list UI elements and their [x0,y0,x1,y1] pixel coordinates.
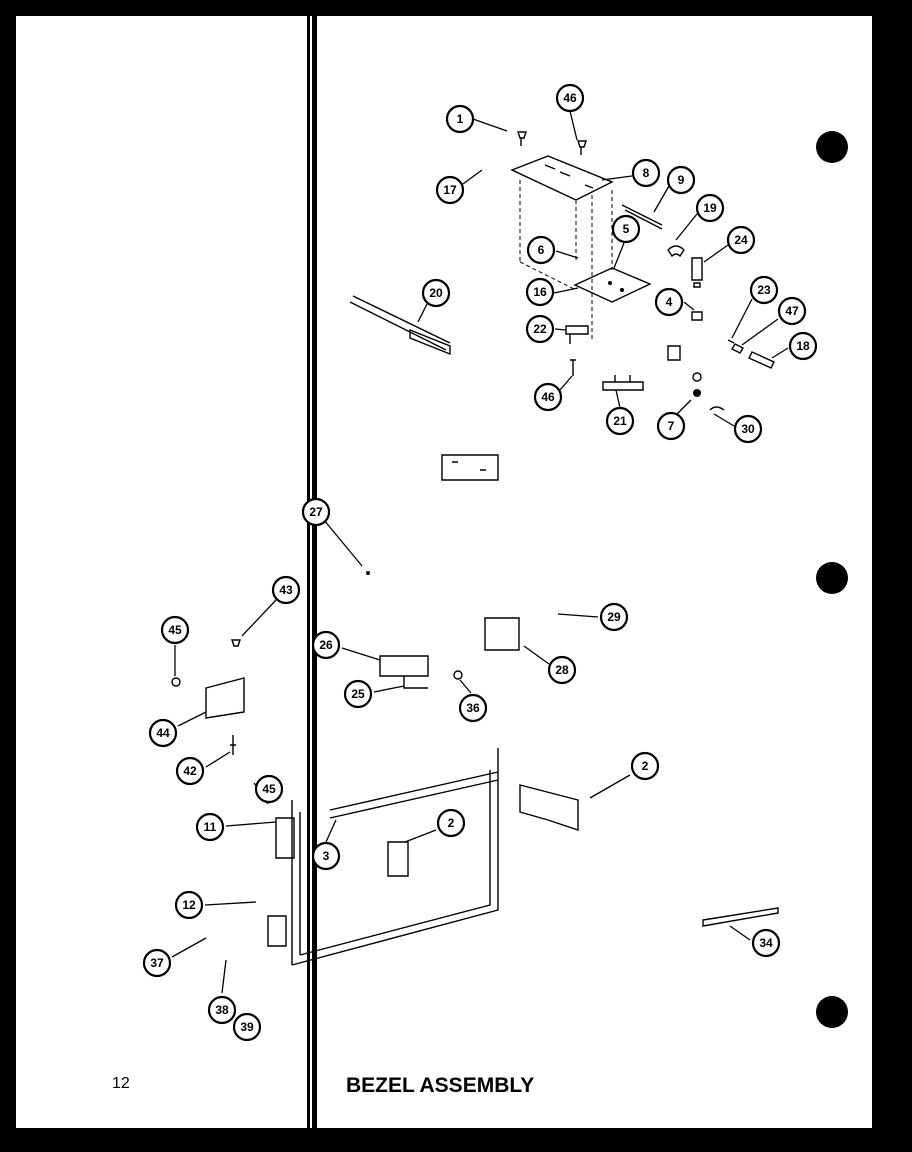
svg-text:9: 9 [678,173,685,187]
svg-text:18: 18 [796,339,810,353]
svg-text:36: 36 [466,701,480,715]
svg-text:4: 4 [666,295,673,309]
callout-21: 21 [605,406,635,436]
callout-20: 20 [421,278,451,308]
svg-text:2: 2 [642,759,649,773]
callout-16: 16 [525,277,555,307]
svg-text:5: 5 [623,222,630,236]
callout-1: 1 [445,104,475,134]
callout-45-top: 45 [160,615,190,645]
callout-37: 37 [142,948,172,978]
svg-text:34: 34 [759,936,773,950]
svg-text:12: 12 [182,898,196,912]
callout-46-top: 46 [555,83,585,113]
callout-39: 39 [232,1012,262,1042]
callout-27: 27 [301,497,331,527]
leader-lines [171,110,789,994]
callout-28: 28 [547,655,577,685]
svg-text:45: 45 [262,782,276,796]
svg-text:8: 8 [643,166,650,180]
callout-38: 38 [207,995,237,1025]
callout-11: 11 [195,812,225,842]
center-rule-thick [312,16,317,1128]
svg-text:23: 23 [757,283,771,297]
binder-hole-top [816,131,848,163]
svg-text:27: 27 [309,505,323,519]
callout-19: 19 [695,193,725,223]
upper-assembly-drawing [349,131,775,481]
svg-text:30: 30 [741,422,755,436]
svg-text:24: 24 [734,233,748,247]
center-rule [307,16,310,1128]
scan-noise-bottom [0,1128,912,1152]
callout-22: 22 [525,314,555,344]
callout-24: 24 [726,225,756,255]
callout-26: 26 [311,630,341,660]
callout-4: 4 [654,287,684,317]
page-number: 12 [112,1075,130,1092]
callout-17: 17 [435,175,465,205]
page-title: BEZEL ASSEMBLY [346,1074,534,1097]
svg-text:42: 42 [183,764,197,778]
svg-text:2: 2 [448,816,455,830]
callout-6: 6 [526,235,556,265]
callout-30: 30 [733,414,763,444]
svg-text:20: 20 [429,286,443,300]
svg-text:19: 19 [703,201,717,215]
callout-29: 29 [599,602,629,632]
callout-12: 12 [174,890,204,920]
callout-45-bottom: 45 [254,774,284,804]
svg-text:1: 1 [457,112,464,126]
callout-34: 34 [751,928,781,958]
callout-18: 18 [788,331,818,361]
callout-2-right: 2 [630,751,660,781]
callout-36: 36 [458,693,488,723]
callout-25: 25 [343,679,373,709]
svg-text:16: 16 [533,285,547,299]
callout-2-middle: 2 [436,808,466,838]
svg-text:7: 7 [668,419,675,433]
svg-text:22: 22 [533,322,547,336]
svg-text:45: 45 [168,623,182,637]
svg-text:37: 37 [150,956,164,970]
lower-assembly-drawing [171,571,779,966]
callout-9: 9 [666,165,696,195]
binder-hole-bottom [816,996,848,1028]
callout-47: 47 [777,296,807,326]
svg-text:28: 28 [555,663,569,677]
svg-text:39: 39 [240,1020,254,1034]
callout-group: 1 46 17 8 9 19 6 5 24 20 16 4 23 47 18 2… [142,83,818,1042]
svg-text:17: 17 [443,183,457,197]
callout-8: 8 [631,158,661,188]
svg-text:3: 3 [323,849,330,863]
callout-46-bottom: 46 [533,382,563,412]
callout-42: 42 [175,756,205,786]
svg-text:38: 38 [215,1003,229,1017]
callout-44: 44 [148,718,178,748]
svg-text:29: 29 [607,610,621,624]
callout-3: 3 [311,841,341,871]
svg-text:44: 44 [156,726,170,740]
callout-43: 43 [271,575,301,605]
svg-text:21: 21 [613,414,627,428]
svg-text:47: 47 [785,304,799,318]
svg-text:6: 6 [538,243,545,257]
svg-text:11: 11 [204,820,217,834]
svg-text:46: 46 [563,91,577,105]
callout-23: 23 [749,275,779,305]
svg-text:25: 25 [351,687,365,701]
svg-text:26: 26 [319,638,333,652]
callout-5: 5 [611,214,641,244]
svg-text:46: 46 [541,390,555,404]
svg-text:43: 43 [279,583,293,597]
binder-hole-middle [816,562,848,594]
callout-7: 7 [656,411,686,441]
